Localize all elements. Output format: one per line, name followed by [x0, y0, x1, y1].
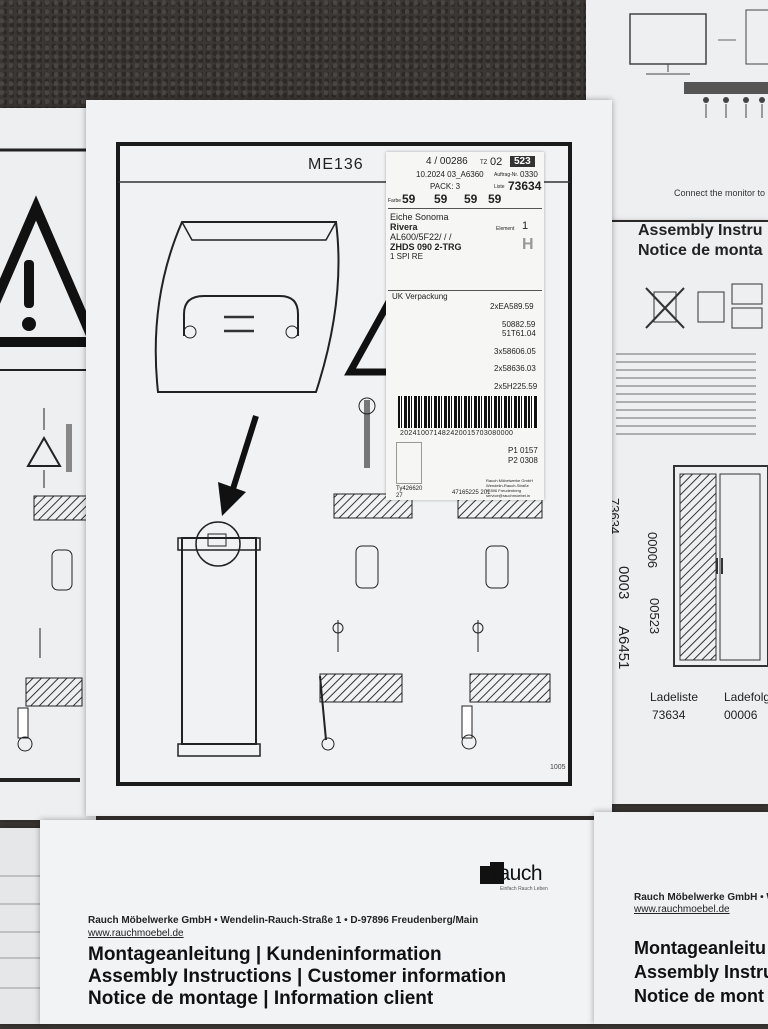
booklet-title-1: Montageanleitung | Kundeninformation [88, 944, 442, 965]
left-instruction-sheet [0, 108, 102, 820]
liste-label: Liste [494, 184, 505, 190]
element-label: Element [496, 226, 515, 232]
bottom-number: 47165225 201 [452, 490, 491, 496]
vertical-a6451: A6451 [615, 626, 632, 670]
address-2: Wendelin-Rauch-Straße [486, 483, 529, 488]
part-6: 2x5H225.59 [494, 382, 538, 391]
product-name: Rivera [390, 222, 418, 232]
liste-value: 73634 [508, 179, 542, 193]
brand-tagline: Einfach Rauch Leben [500, 886, 548, 892]
tz-label: TZ [480, 160, 488, 166]
color-number-1: 59 [402, 192, 416, 206]
booklet-title-2: Assembly Instructions | Customer informa… [88, 966, 507, 987]
page-code: 1005 [550, 764, 566, 771]
date-line: 10.2024 03_A6360 [416, 170, 484, 179]
screw-icon [364, 400, 370, 468]
barcode [398, 396, 538, 428]
brand-name: rauch [492, 862, 543, 885]
vertical-0003: 0003 [615, 566, 632, 600]
small-warning-icon [26, 435, 62, 467]
right-heading-2: Notice de monta [638, 242, 763, 259]
product-code-3: 1 SPI RE [390, 252, 423, 261]
part-2: 50882.59 [502, 320, 536, 329]
part-4: 3x58606.05 [494, 347, 536, 356]
no-disposal-icons [645, 283, 763, 329]
order-number: 4 / 00286 [426, 156, 468, 167]
ladeliste-value: 73634 [652, 708, 686, 722]
label-image-box [396, 442, 422, 484]
handle-icon [183, 295, 299, 336]
booklet2-title-3: Notice de mont [634, 986, 765, 1006]
bottom-left-sheet [0, 828, 44, 1024]
arrow-icon [229, 415, 259, 493]
color-number-4: 59 [488, 192, 502, 206]
model-code: ME136 [308, 156, 364, 173]
part-1: 2xEA589.59 [490, 302, 534, 311]
p2-value: P2 0308 [508, 456, 538, 465]
auftrag-label: Auftrag-Nr. [494, 172, 519, 178]
product-code-2: ZHDS 090 2-TRG [390, 242, 462, 252]
ports-panel [684, 82, 768, 94]
label-divider [388, 208, 542, 209]
address-1: Rauch Möbelwerke GmbH [486, 478, 533, 483]
website-link[interactable]: www.rauchmoebel.de [88, 928, 184, 939]
dowel-icon [485, 545, 509, 589]
booklet2-website[interactable]: www.rauchmoebel.de [634, 904, 730, 915]
label-badge: 523 [510, 156, 535, 167]
address-4: service@rauchmoebel.in [486, 493, 531, 498]
element-value: 1 [522, 220, 529, 232]
pack-count: PACK: 3 [430, 182, 461, 191]
sheet-frame [116, 142, 572, 786]
ty-number: Ty426620 [396, 486, 423, 492]
customer-info-booklet: rauch Einfach Rauch Leben Rauch Möbelwer… [40, 820, 596, 1024]
product-code-1: AL600/5F22/ / / [390, 232, 452, 242]
auftrag-value: 0330 [520, 170, 538, 179]
booklet2-title-1: Montageanleitu [634, 938, 767, 958]
bin-icon [653, 291, 677, 323]
ladeliste-label: Ladeliste [650, 690, 699, 704]
color-number-2: 59 [434, 192, 448, 206]
right-heading-1: Assembly Instru [638, 222, 763, 239]
second-booklet: Rauch Möbelwerke GmbH • Wende www.rauchm… [594, 812, 768, 1024]
warning-triangle-icon [0, 195, 102, 347]
tz-value: 02 [490, 156, 503, 168]
package-label: 4 / 00286 TZ 02 523 10.2024 03_A6360 Auf… [386, 152, 544, 500]
monitor-diagram [629, 9, 768, 118]
color-number-3: 59 [464, 192, 478, 206]
vertical-00006: 00006 [645, 532, 660, 569]
ladefolge-label: Ladefolge [724, 690, 768, 704]
main-sheet-drawing [116, 142, 572, 786]
booklet2-company: Rauch Möbelwerke GmbH • Wende [634, 892, 768, 903]
part-3: 51T61.04 [502, 329, 536, 338]
label-divider [388, 290, 542, 291]
company-line: Rauch Möbelwerke GmbH • Wendelin-Rauch-S… [88, 915, 479, 926]
letter-mark: H [522, 236, 534, 253]
monitor-caption: Connect the monitor to [674, 188, 766, 198]
rauch-logo-icon [480, 862, 504, 884]
monitor-instruction-sheet: Connect the monitor to [586, 0, 768, 220]
detail-circle [195, 521, 241, 567]
p1-value: P1 0157 [508, 446, 538, 455]
monitor-icon [629, 13, 707, 65]
ty-sub: 27 [396, 493, 403, 499]
left-sheet-drawing [0, 148, 102, 782]
right-assembly-sheet: Assembly Instru Notice de monta 73634 00… [600, 222, 768, 804]
cabinet-outline [181, 537, 257, 745]
dowel-icon [355, 545, 379, 589]
booklet-title-3: Notice de montage | Information client [88, 988, 434, 1009]
farbe-label: Farbe [388, 198, 402, 204]
barcode-number: 202410071482420015703080000 [400, 430, 514, 437]
ladefolge-value: 00006 [724, 708, 758, 722]
address-3: 97896 Freudenberg [486, 488, 522, 493]
booklet2-title-2: Assembly Instru [634, 962, 768, 982]
multilingual-text-block [616, 353, 756, 435]
screw-icon [66, 424, 72, 472]
panel-outline [154, 221, 340, 393]
part-5: 2x58636.03 [494, 364, 536, 373]
packing-label: UK Verpackung [392, 292, 448, 301]
color-name: Eiche Sonoma [390, 212, 449, 222]
wardrobe-drawing [673, 465, 768, 667]
vertical-00523: 00523 [647, 598, 662, 635]
